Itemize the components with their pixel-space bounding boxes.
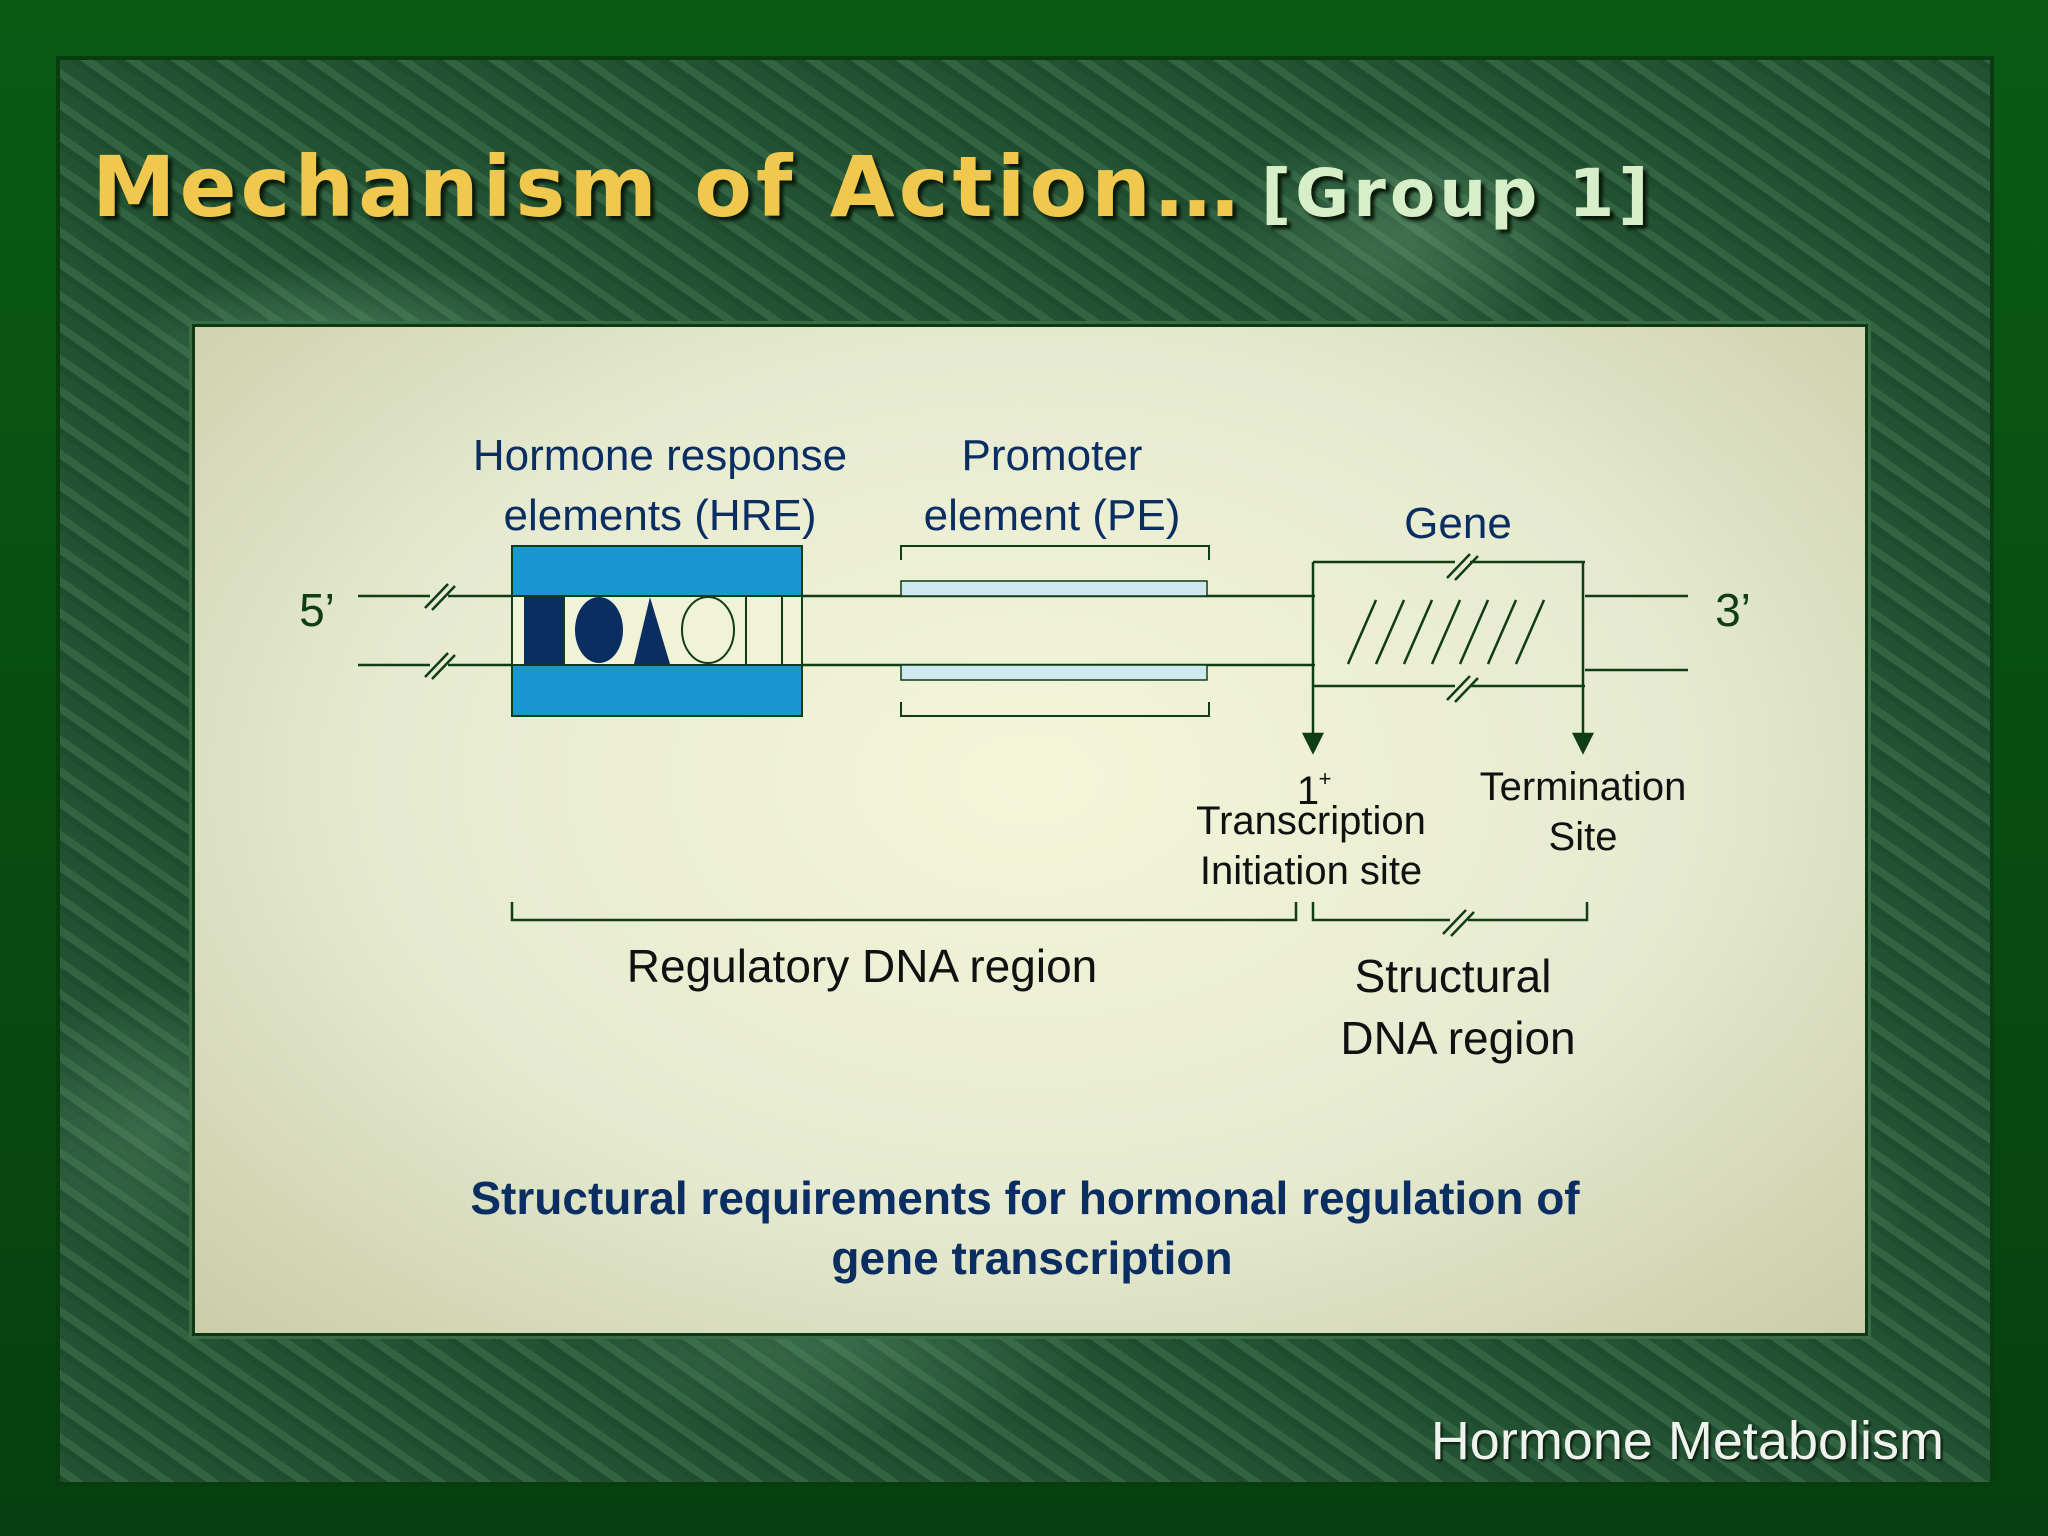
structural-bracket-left — [1311, 902, 1450, 922]
structural-bracket-right — [1468, 902, 1589, 922]
caption-line1: Structural requirements for hormonal reg… — [470, 1172, 1580, 1224]
slide-title: Mechanism of Action…[Group 1] — [92, 138, 1653, 236]
caption-line2: gene transcription — [831, 1232, 1232, 1284]
gene-block — [1311, 553, 1585, 703]
hre-block — [511, 545, 803, 717]
regulatory-bracket — [510, 902, 1298, 922]
pe-bottom-bracket — [900, 702, 1210, 717]
five-prime-label: 5’ — [299, 584, 335, 636]
hre-square-shape — [524, 597, 564, 664]
break-mark-bottom-left — [424, 652, 456, 680]
gene-hatching — [1346, 599, 1546, 665]
diagram-panel — [192, 324, 1868, 1336]
structural-label-line1: Structural — [1355, 950, 1552, 1002]
footer-course-name: Hormone Metabolism — [1430, 1411, 1944, 1471]
pe-top-bracket — [900, 545, 1210, 560]
tss-label-line1: Transcription — [1196, 799, 1426, 843]
title-main: Mechanism of Action… — [92, 138, 1243, 236]
tss-superscript: + — [1319, 766, 1332, 791]
hre-label-line1: Hormone response — [473, 431, 847, 480]
promoter-block — [900, 545, 1210, 717]
title-group-tag: [Group 1] — [1260, 155, 1653, 232]
gene-label: Gene — [1404, 499, 1512, 548]
structural-bracket-break — [1442, 909, 1475, 937]
hre-triangle-shape — [634, 597, 670, 664]
tss-label-line2: Initiation site — [1200, 849, 1422, 893]
regulatory-label: Regulatory DNA region — [627, 940, 1097, 992]
break-mark-top-left — [424, 583, 456, 611]
pe-label-line1: Promoter — [962, 431, 1143, 480]
three-prime-label: 3’ — [1715, 584, 1751, 636]
term-arrow-head — [1571, 732, 1595, 755]
hre-label-line2: elements (HRE) — [504, 491, 817, 540]
tss-arrow-head — [1301, 732, 1325, 755]
structural-label-line2: DNA region — [1340, 1012, 1575, 1064]
term-label-line1: Termination — [1480, 765, 1687, 809]
term-label-line2: Site — [1549, 815, 1618, 859]
tss-number: 1 — [1297, 769, 1319, 813]
hre-oval-shape — [575, 597, 623, 663]
pe-label-line2: element (PE) — [924, 491, 1181, 540]
hre-open-circle-shape — [681, 596, 735, 664]
